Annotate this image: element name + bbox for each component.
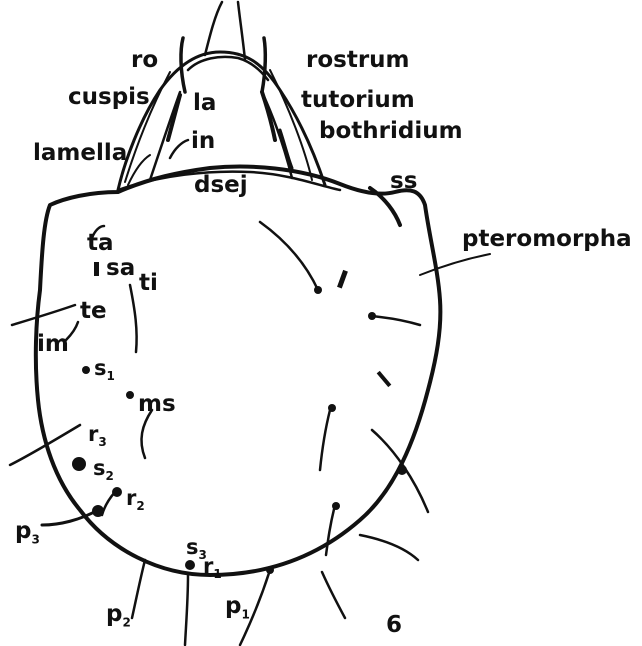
- pteromorpha-leader: [420, 254, 490, 275]
- label-r1: r1: [203, 556, 222, 580]
- seta-right-3: [320, 410, 330, 470]
- seta-p2: [132, 560, 145, 618]
- interlamellar-seta-left: [170, 140, 188, 158]
- label-lamella: lamella: [33, 142, 127, 165]
- label-s2: s2: [93, 458, 114, 482]
- alveolus-p3: [92, 505, 104, 517]
- label-bothridium: bothridium: [319, 120, 463, 143]
- label-pteromorpha: pteromorpha: [462, 228, 632, 251]
- label-ss: ss: [390, 170, 417, 193]
- alveolus-right-e: [332, 502, 340, 510]
- label-la: la: [193, 92, 216, 115]
- alveolus-r2: [112, 487, 122, 497]
- seta-te: [12, 305, 75, 325]
- lamellar-seta-right: [262, 38, 265, 92]
- label-r2: r2: [126, 488, 145, 512]
- seta-right-6: [360, 535, 418, 560]
- seta-ti: [130, 285, 137, 352]
- label-ms: ms: [138, 393, 176, 416]
- figure-number: 6: [386, 614, 402, 637]
- label-r3: r3: [88, 424, 107, 448]
- label-ti: ti: [139, 272, 158, 295]
- alveolus-right-a: [314, 286, 322, 294]
- rostrum-tip: [188, 57, 268, 80]
- alveolus-s2: [72, 457, 86, 471]
- alveolus-ms: [126, 391, 134, 399]
- label-rostrum: rostrum: [306, 49, 410, 72]
- label-ta: ta: [87, 232, 114, 255]
- alveolus-s1: [82, 366, 90, 374]
- alveolus-right-d: [397, 465, 407, 475]
- rostral-seta-right: [238, 2, 245, 60]
- seta-right-1: [260, 222, 318, 290]
- mark-center: [337, 270, 348, 289]
- seta-r1: [185, 575, 188, 645]
- label-dsej: dsej: [194, 174, 248, 197]
- label-cuspis: cuspis: [68, 86, 150, 109]
- label-im: im: [37, 333, 69, 356]
- label-tutorium: tutorium: [301, 89, 415, 112]
- label-s1: s1: [94, 358, 115, 382]
- seta-right-2: [370, 316, 420, 325]
- label-p3: p3: [15, 520, 40, 546]
- label-in: in: [191, 130, 215, 153]
- label-sa: sa: [106, 257, 135, 280]
- label-ro: ro: [131, 49, 158, 72]
- seta-r3: [10, 425, 80, 465]
- alveolus-right-b: [368, 312, 376, 320]
- label-p1: p1: [225, 595, 250, 621]
- label-p2: p2: [106, 603, 131, 629]
- alveolus-right-f: [266, 566, 274, 574]
- mark-sa: [94, 262, 99, 276]
- seta-p1b: [322, 572, 345, 618]
- alveolus-right-c: [328, 404, 336, 412]
- alveolus-s3: [185, 560, 195, 570]
- mark-right-dash: [377, 371, 392, 387]
- seta-right-5: [326, 505, 335, 555]
- rostral-seta-left: [205, 2, 222, 55]
- seta-ms: [141, 410, 152, 458]
- label-te: te: [80, 300, 107, 323]
- interlamellar-seta-right: [280, 130, 292, 168]
